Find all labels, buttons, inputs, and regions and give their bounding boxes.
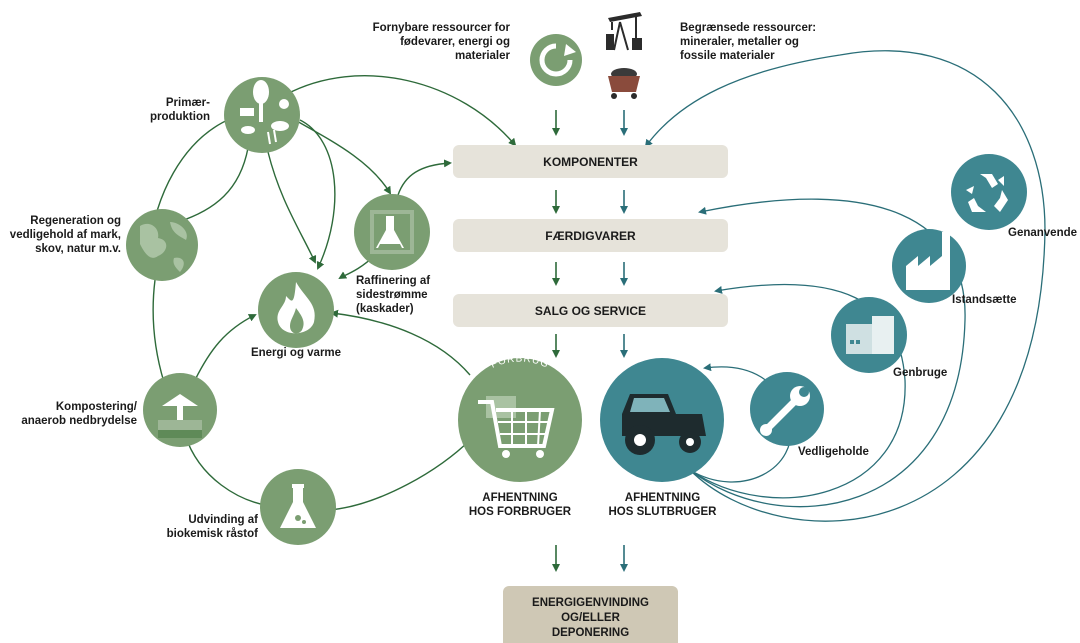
primary-production-node [224,77,300,153]
coal-cart-icon [608,68,640,99]
renewable-resources-label: Fornybare ressourcer for fødevarer, ener… [372,22,510,62]
refining-node [354,194,430,270]
link-primary-to-regen-arrow [176,147,249,224]
recycle-label: Genanvende [1008,227,1078,239]
sales-service-box: SALG OG SERVICE [453,294,728,327]
link-consumption-to-extraction [329,439,471,511]
pumpjack-icon [606,12,642,51]
primary-production-label: Primær- produktion [149,97,210,123]
link-refining-to-components [397,159,452,196]
maintain-node [750,372,824,446]
link-reuse-loop [689,283,906,499]
link-primary-to-refining [294,119,392,195]
limited-resources-label: Begrænsede ressourcer: mineraler, metall… [680,22,817,62]
maintain-label: Vedligeholde [798,446,869,458]
link-refurbish-loop [689,198,966,508]
recycle-node [951,154,1027,230]
finished-goods-box: FÆRDIGVARER [453,219,728,252]
energy-recovery-label: ENERGIGENVINDING OG/ELLER DEPONERING [532,597,649,639]
components-box: KOMPONENTER [453,145,728,178]
link-consumption-to-energy [330,309,471,376]
renewable-icon [530,34,582,86]
link-recycle-loop [644,50,1046,522]
link-composting-to-extraction [184,434,266,506]
flow-arrows [552,110,628,572]
regeneration-label: Regeneration og vedligehold af mark, sko… [9,215,121,255]
extraction-label: Udvinding af biokemisk råstof [166,514,258,540]
usage-node [600,358,724,482]
refurbish-label: Istandsætte [952,294,1017,306]
link-composting-to-energy [194,314,257,381]
link-primary-to-energy-2 [299,119,336,270]
consumption-node [458,358,582,482]
regeneration-globe-node [126,209,198,281]
extraction-node [260,469,336,545]
reuse-label: Genbruge [893,367,948,379]
consumer-pickup-label: AFHENTNING HOS FORBRUGER [468,492,572,518]
composting-label: Kompostering/ anaerob nedbrydelse [21,401,137,427]
refurbish-node [892,229,966,303]
composting-node [143,373,217,447]
energy-heat-node [258,272,334,348]
link-primary-to-energy [267,151,317,264]
energy-recovery-box: ENERGIGENVINDING OG/ELLER DEPONERING [503,586,678,643]
biological-cycle-links [149,75,517,511]
reuse-node [831,297,907,373]
energy-heat-label: Energi og varme [250,347,342,359]
refining-label: Raffinering af sidestrømme (kaskader) [356,275,431,315]
link-primary-to-components [284,75,517,147]
end-user-pickup-label: AFHENTNING HOS SLUTBRUGER [608,492,717,518]
